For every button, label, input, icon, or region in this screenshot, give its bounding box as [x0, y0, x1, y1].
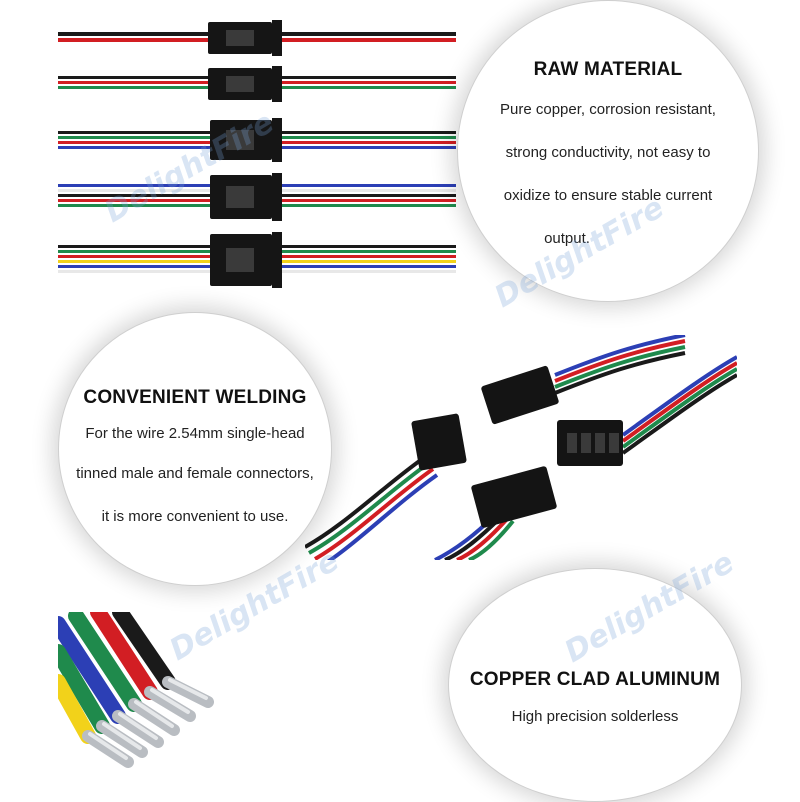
panel-text-line: output.: [544, 230, 590, 247]
panel-text-line: it is more convenient to use.: [101, 508, 289, 525]
panel-title: RAW MATERIAL: [533, 59, 683, 80]
stripped-wires-photo: [58, 612, 470, 788]
connectors-photo: [305, 335, 737, 560]
panel-text-line: Pure copper, corrosion resistant,: [500, 101, 716, 118]
panel-text-line: High precision solderless: [511, 708, 679, 725]
panel-title: COPPER CLAD ALUMINUM: [469, 669, 721, 690]
wire-bundles-photo: [58, 12, 456, 302]
panel-text-line: For the wire 2.54mm single-head: [85, 425, 305, 442]
panel-text-line: oxidize to ensure stable current: [503, 187, 713, 204]
raw-material-panel: RAW MATERIAL Pure copper, corrosion resi…: [457, 0, 759, 302]
panel-text-line: tinned male and female connectors,: [76, 465, 314, 482]
panel-text-line: strong conductivity, not easy to: [505, 144, 711, 161]
copper-clad-aluminum-panel: COPPER CLAD ALUMINUM High precision sold…: [448, 568, 742, 802]
panel-title: CONVENIENT WELDING: [83, 387, 307, 408]
convenient-welding-panel: CONVENIENT WELDING For the wire 2.54mm s…: [58, 312, 332, 586]
